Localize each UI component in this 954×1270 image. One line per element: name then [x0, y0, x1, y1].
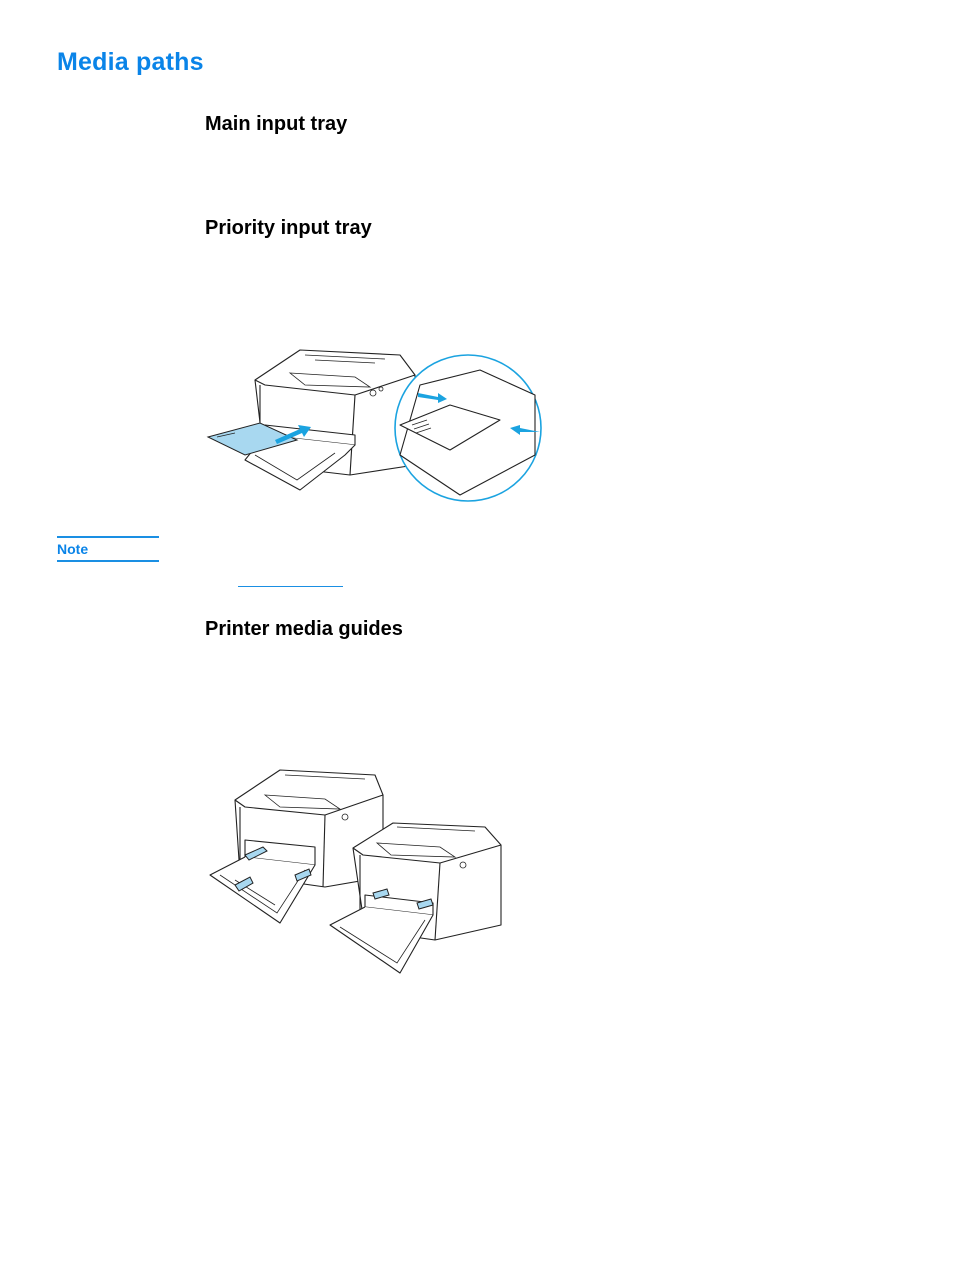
printer-drawing — [244, 349, 416, 491]
cross-reference-link[interactable] — [238, 585, 343, 587]
note-label: Note — [57, 536, 159, 562]
heading-printer-media-guides: Printer media guides — [205, 618, 403, 640]
media-guides-illustration — [209, 769, 502, 974]
insert-arrow — [275, 425, 311, 444]
zoom-circle — [394, 354, 542, 502]
envelope-drawing — [206, 422, 299, 456]
page-title: Media paths — [57, 48, 204, 76]
priority-tray-illustration — [206, 349, 542, 502]
heading-priority-input-tray: Priority input tray — [205, 217, 372, 239]
heading-main-input-tray: Main input tray — [205, 113, 348, 135]
printer-large-drawing — [209, 769, 384, 924]
printer-small-drawing — [329, 822, 502, 974]
